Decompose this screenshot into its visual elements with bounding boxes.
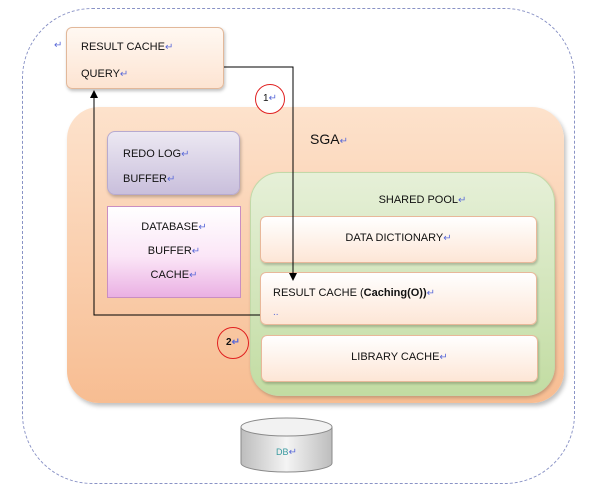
result-cache-query-box: RESULT CACHE↵ QUERY↵ [66, 27, 224, 89]
sga-title: SGA↵ [310, 131, 348, 147]
redo-log-line1: REDO LOG↵ [123, 148, 190, 160]
paragraph-mark: ↵ [54, 40, 63, 51]
step1-arrow [224, 66, 297, 281]
shared-pool-title: SHARED POOL↵ [378, 194, 467, 206]
redo-log-line2: BUFFER↵ [123, 173, 176, 185]
step1-marker: 1↵ [255, 84, 285, 114]
result-cache-box: RESULT CACHE (Caching(O))↵ .. [260, 272, 537, 325]
step2-marker: 2↵ [217, 327, 249, 359]
database-buffer-line1: DATABASE↵ [141, 221, 207, 233]
library-cache-box: LIBRARY CACHE↵ [261, 335, 538, 382]
database-buffer-line3: CACHE↵ [150, 269, 198, 281]
outer-boundary [22, 8, 575, 484]
database-buffer-line2: BUFFER↵ [147, 245, 201, 257]
database-cylinder-icon [240, 417, 333, 473]
result-cache-dots: .. [273, 307, 279, 318]
db-label: DB↵ [276, 447, 297, 458]
database-buffer-cache-box: DATABASE↵ BUFFER↵ CACHE↵ [107, 206, 241, 298]
query-box-line1: RESULT CACHE↵ [81, 41, 174, 53]
query-box-line2: QUERY↵ [81, 68, 129, 80]
step2-arrow [90, 90, 260, 316]
redo-log-buffer-box: REDO LOG↵ BUFFER↵ [107, 131, 240, 195]
result-cache-label: RESULT CACHE (Caching(O))↵ [273, 287, 436, 299]
data-dictionary-box: DATA DICTIONARY↵ [260, 216, 537, 263]
